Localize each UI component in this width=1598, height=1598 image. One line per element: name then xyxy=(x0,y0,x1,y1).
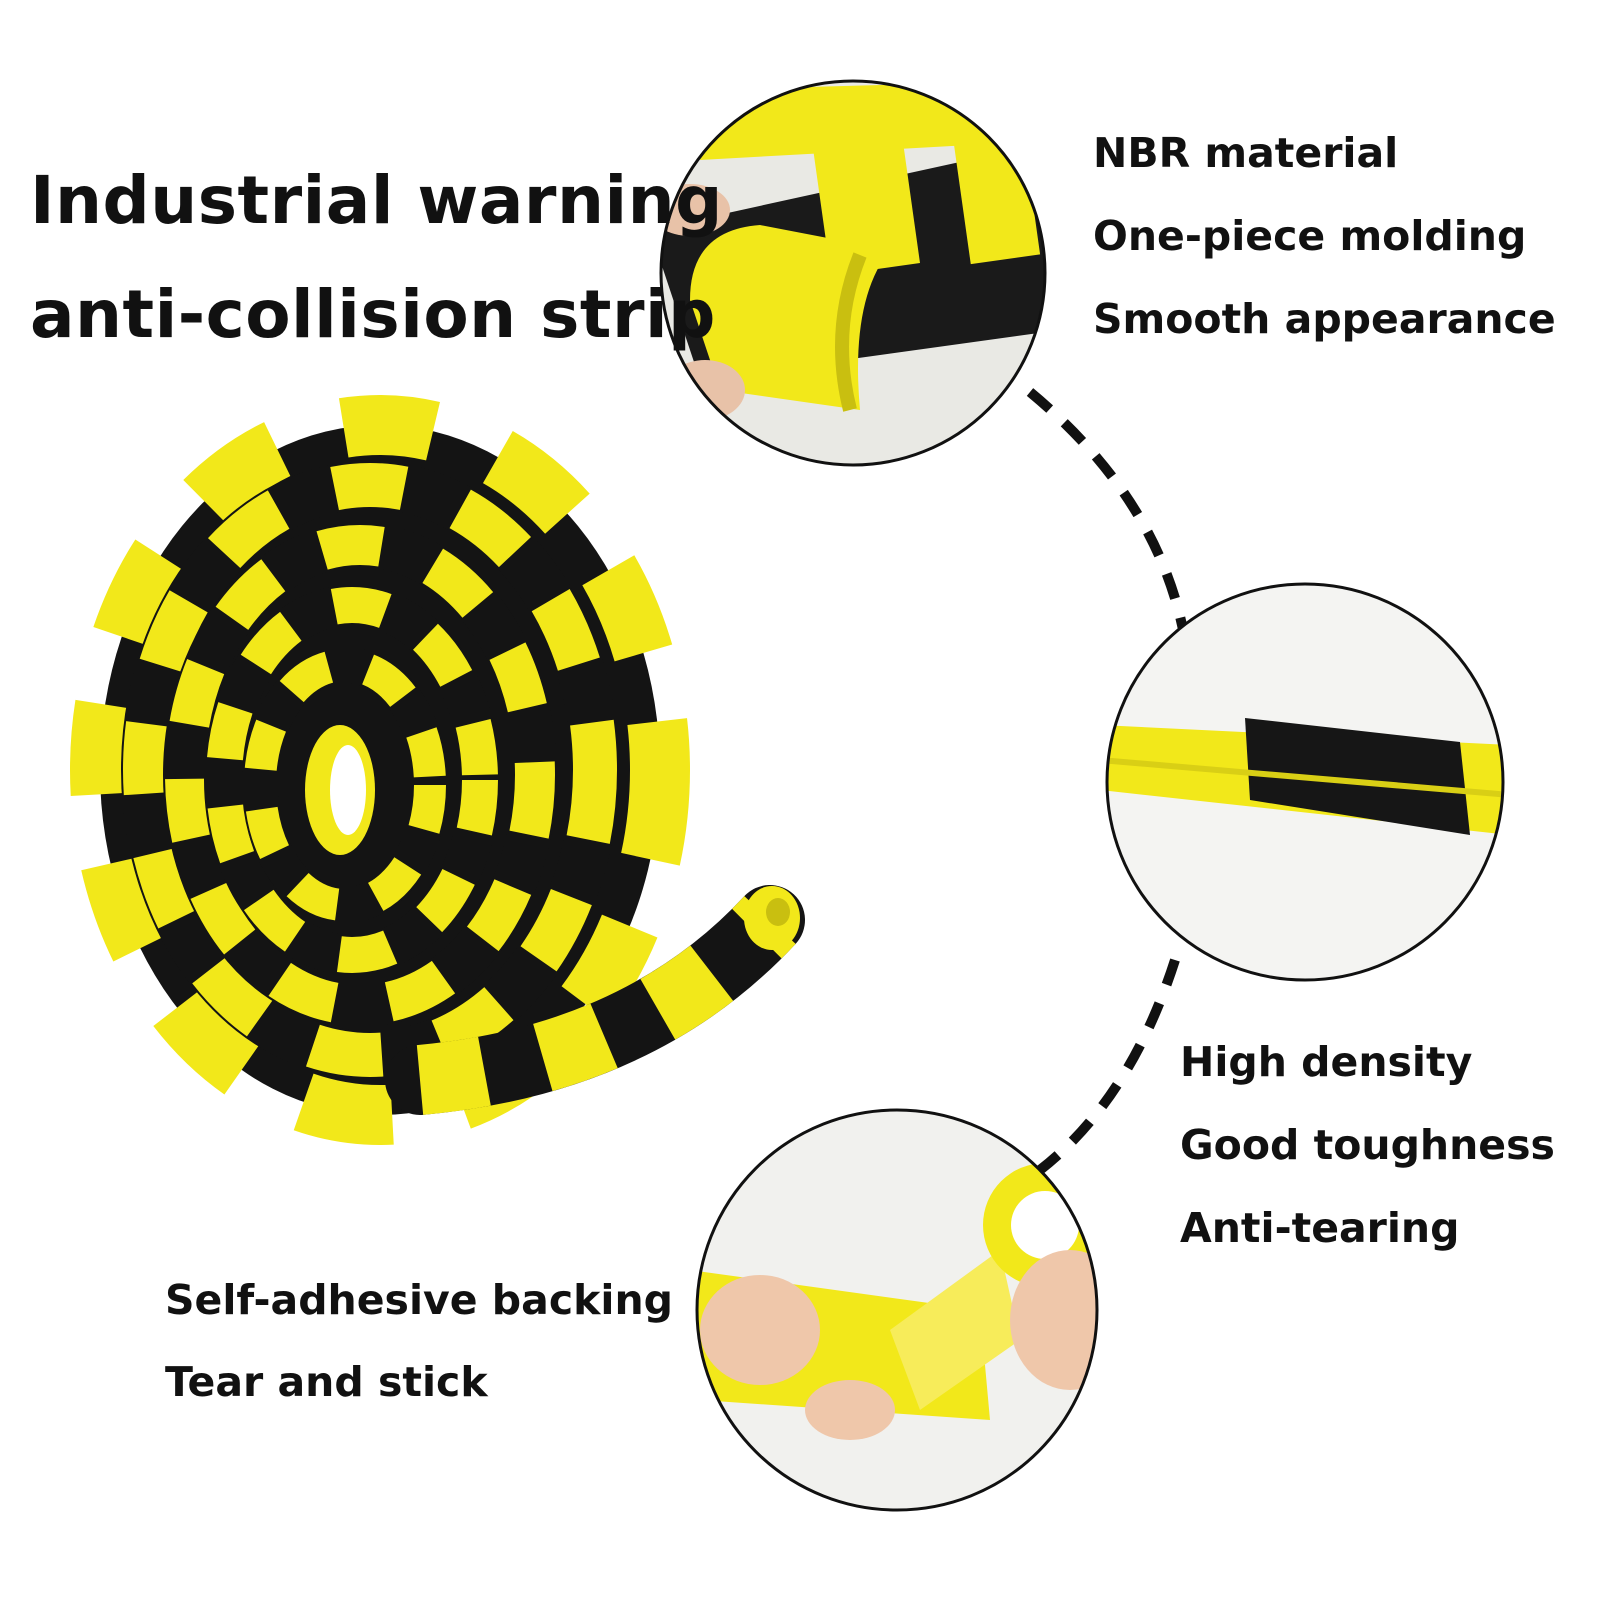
dashed-connector-top xyxy=(1026,388,1190,641)
detail-circle-adhesive xyxy=(695,1108,1099,1512)
detail-circle-profile xyxy=(659,79,1047,467)
feature-high-density: High density xyxy=(1180,1038,1473,1086)
feature-smooth-appearance: Smooth appearance xyxy=(1093,295,1556,343)
feature-self-adhesive-backing: Self-adhesive backing xyxy=(165,1276,673,1324)
headline-line-2: anti-collision strip xyxy=(30,276,716,353)
headline-line-1: Industrial warning xyxy=(30,162,723,239)
dashed-connector-bottom xyxy=(1036,958,1180,1174)
detail-circle-surface xyxy=(1105,582,1505,982)
feature-anti-tearing: Anti-tearing xyxy=(1180,1204,1460,1252)
feature-one-piece-molding: One-piece molding xyxy=(1093,212,1527,260)
feature-nbr-material: NBR material xyxy=(1093,129,1399,177)
coiled-strip-image xyxy=(70,395,805,1145)
feature-good-toughness: Good toughness xyxy=(1180,1121,1555,1169)
feature-tear-and-stick: Tear and stick xyxy=(165,1358,488,1406)
